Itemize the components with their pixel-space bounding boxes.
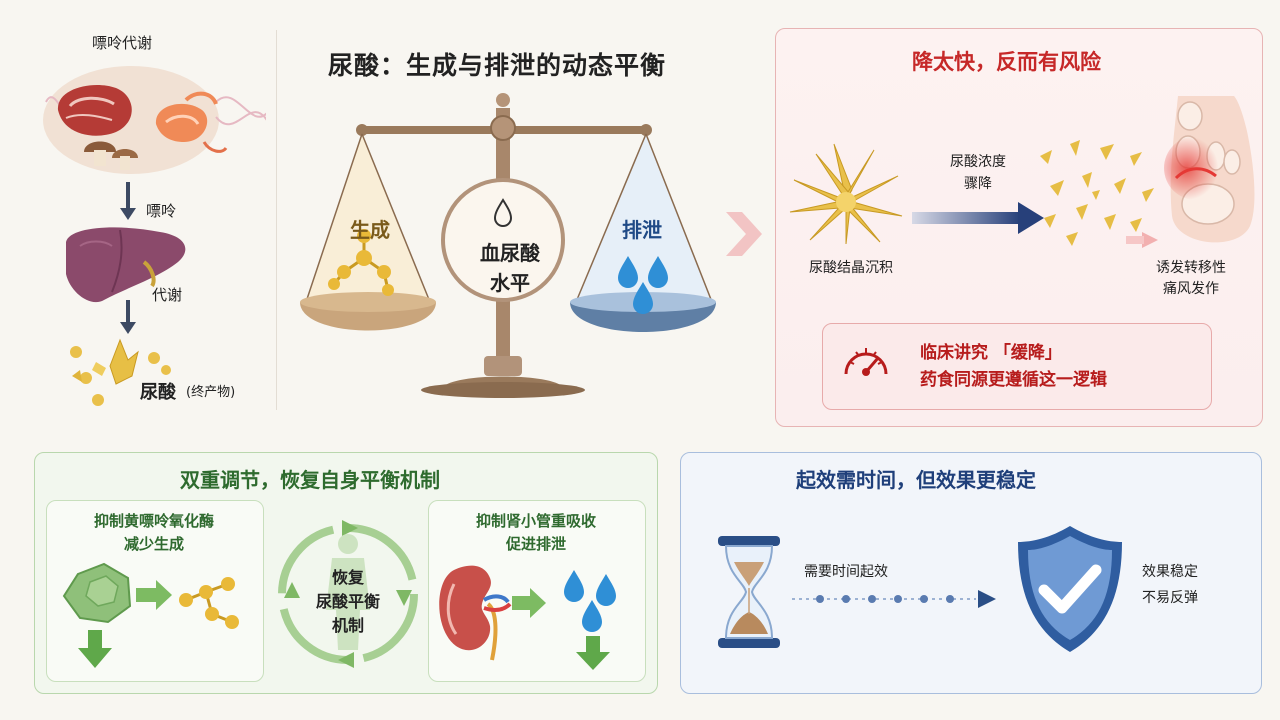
inhibit-production-line2: 减少生成 [123, 535, 184, 553]
sharp-drop-arrow [912, 202, 1044, 234]
timeline-arrow [792, 590, 996, 608]
step2-label: 代谢 [152, 286, 183, 304]
note-line2: 药食同源更遵循这一逻辑 [920, 370, 1107, 390]
hourglass-icon [718, 536, 780, 648]
balance-scale [300, 93, 716, 398]
drop-label-line2: 骤降 [964, 176, 992, 192]
cycle-line3: 机制 [331, 616, 364, 635]
cycle-line2: 尿酸平衡 [315, 592, 380, 611]
pathway-arrow-2 [120, 300, 136, 334]
gout-label-line2: 痛风发作 [1163, 281, 1219, 297]
left-pathway: 嘌呤代谢 嘌呤 [0, 0, 270, 420]
inhibit-production-line1: 抑制黄嘌呤氧化酶 [93, 512, 214, 530]
drop-label-line1: 尿酸浓度 [950, 154, 1006, 170]
balance-cycle-icon [278, 520, 418, 668]
chevron-right-icon [726, 212, 762, 256]
dial-text-line1: 血尿酸 [480, 241, 540, 265]
molecule-icon [328, 229, 394, 296]
balance-title: 尿酸：生成与排泄的动态平衡 [328, 51, 667, 80]
onset-panel [680, 452, 1262, 694]
regulation-title: 双重调节，恢复自身平衡机制 [180, 468, 440, 492]
enzyme-to-uric-acid-icon [62, 562, 239, 668]
dial-drop-icon [493, 198, 513, 227]
onset-time-label: 需要时间起效 [804, 564, 888, 580]
result-line1: 效果稳定 [1142, 564, 1198, 580]
speedometer-icon [844, 348, 888, 376]
cycle-line1: 恢复 [331, 568, 364, 587]
gout-label-line1: 诱发转移性 [1156, 260, 1226, 276]
uric-acid-crystal-icon [70, 338, 171, 406]
left-divider [276, 30, 277, 410]
end-product-note: (终产物) [186, 385, 236, 400]
risk-title: 降太快，反而有风险 [912, 50, 1101, 74]
promote-excretion-line1: 抑制肾小管重吸收 [475, 512, 596, 530]
meat-icon [57, 84, 132, 136]
onset-title: 起效需时间，但效果更稳定 [796, 468, 1036, 492]
shield-check-icon [1018, 526, 1122, 652]
right-pan-label: 排泄 [622, 218, 662, 242]
end-product-label: 尿酸 [140, 382, 176, 403]
gout-foot-icon [1164, 96, 1255, 243]
crystal-label: 尿酸结晶沉积 [809, 260, 893, 276]
left-pan-label: 生成 [350, 218, 390, 242]
liver-icon [66, 227, 186, 303]
step1-label: 嘌呤 [146, 202, 177, 220]
mushroom-icon [84, 141, 138, 170]
pathway-title: 嘌呤代谢 [92, 34, 153, 52]
crystal-shards-icon [1040, 140, 1158, 248]
purine-food-illustration [43, 66, 266, 174]
note-line1: 临床讲究 「缓降」 [920, 343, 1062, 363]
slow-reduction-note [822, 323, 1212, 410]
result-line2: 不易反弹 [1142, 590, 1198, 606]
water-drops-icon [618, 256, 668, 314]
urate-crystal-icon [789, 143, 903, 245]
shrimp-icon [155, 91, 228, 153]
promote-excretion-line2: 促进排泄 [505, 535, 566, 553]
kidney-excretion-icon [439, 565, 616, 670]
dial-text-line2: 水平 [490, 271, 530, 295]
pathway-arrow-1 [120, 182, 136, 220]
